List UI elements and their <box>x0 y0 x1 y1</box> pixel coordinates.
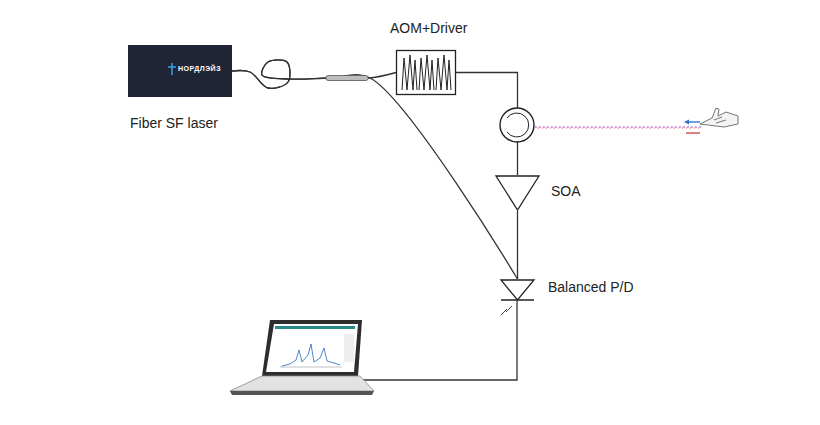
aom-box: AOM+Driver <box>396 50 456 95</box>
hand-fingers <box>714 117 726 123</box>
signal-wire <box>362 301 517 380</box>
laser-box: НОРДЛЭЙЗFiber SF laser <box>128 45 232 97</box>
acoustic-wave <box>402 55 417 90</box>
node-label: SOA <box>551 183 581 200</box>
fiber-connector <box>232 60 518 279</box>
diode-outline <box>501 280 534 300</box>
laptop-lid <box>262 320 362 376</box>
photodiode-symbol: Balanced P/D <box>500 279 535 301</box>
logo-text: НОРДЛЭЙЗ <box>178 65 221 73</box>
circulator-arc <box>507 113 529 137</box>
fiber-connector <box>232 60 396 89</box>
hand-icon <box>700 108 738 127</box>
laptop-screen <box>266 324 358 372</box>
laptop-base <box>230 376 374 391</box>
screen-header <box>275 326 355 329</box>
screen-axis <box>280 367 342 368</box>
fiber-coupler <box>326 76 368 81</box>
laser-housing <box>128 45 232 97</box>
sensing-fiber-trace <box>535 128 702 129</box>
amplifier-triangle-outline <box>495 175 540 211</box>
probe-arrow-head <box>684 120 689 125</box>
photodiode-symbol-outline <box>500 279 535 301</box>
hand-outline <box>700 108 738 127</box>
laptop-edge <box>230 391 374 395</box>
node-heading: Fiber SF laser <box>130 115 218 132</box>
light-arrow <box>501 309 507 315</box>
logo-mark <box>168 63 176 75</box>
sensing-fiber <box>535 126 702 127</box>
screen-chart <box>282 344 340 366</box>
acoustic-wave <box>436 55 451 90</box>
light-arrows <box>501 306 512 315</box>
circulator <box>500 108 534 142</box>
diode-bar <box>501 299 534 300</box>
amplifier-outline <box>496 176 539 210</box>
aom-box-outline <box>396 50 456 95</box>
screen-panel <box>344 334 354 362</box>
amplifier-triangle: SOA <box>495 175 540 211</box>
backscatter-mark <box>686 132 700 133</box>
node-label: Balanced P/D <box>548 279 634 296</box>
node-heading: AOM+Driver <box>390 20 467 37</box>
acoustic-wave <box>419 55 434 90</box>
laptop <box>230 320 374 395</box>
aom-housing <box>397 51 456 95</box>
fiber-connector <box>517 211 518 279</box>
